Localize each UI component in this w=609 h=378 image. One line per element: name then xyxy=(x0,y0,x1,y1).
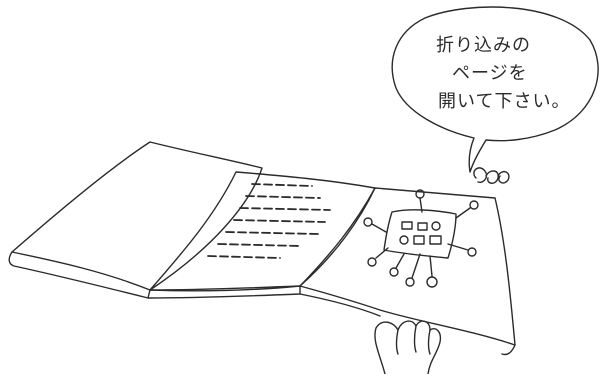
network-diagram xyxy=(363,189,479,288)
bubble-line-1: 折り込みの xyxy=(436,35,531,56)
speech-bubble-text: 折り込みの ページを 開いて下さい。 xyxy=(408,32,598,116)
hand xyxy=(374,320,442,375)
left-page-edge xyxy=(8,251,151,299)
left-page xyxy=(11,141,263,291)
book-spine xyxy=(147,285,301,299)
foldout-page-edge xyxy=(299,293,516,356)
speech-bubble-outline xyxy=(391,6,599,173)
speech-bubble-tail xyxy=(473,167,510,184)
diagram-center-box xyxy=(383,209,457,259)
text-page xyxy=(149,171,376,291)
text-lines xyxy=(207,183,331,259)
bubble-line-3: 開いて下さい。 xyxy=(438,91,571,112)
bubble-line-2: ページを xyxy=(452,63,528,84)
foldout-page xyxy=(299,187,516,346)
